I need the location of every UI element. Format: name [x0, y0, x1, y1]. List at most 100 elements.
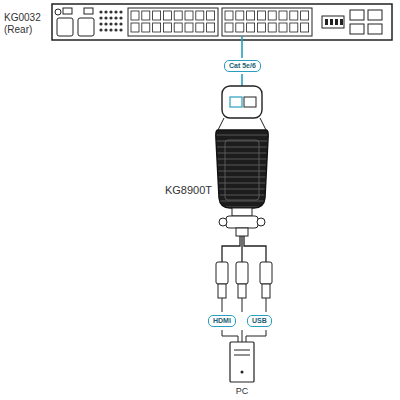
- rj45-port: [153, 23, 161, 32]
- rj45-port: [207, 11, 215, 20]
- rj45-port: [196, 23, 204, 32]
- rj45-jack: [244, 97, 256, 107]
- tag-text: HDMI: [213, 317, 231, 325]
- usb-plug: [260, 262, 272, 284]
- thumb-screw: [257, 218, 265, 226]
- dip-lever: [330, 19, 333, 25]
- adapter-neck: [232, 208, 252, 216]
- rj45-port: [247, 23, 255, 32]
- drive-bay: [234, 355, 250, 356]
- rj45-port: [257, 23, 265, 32]
- lan-port: [368, 24, 382, 34]
- fan-hole: [104, 16, 107, 19]
- rj45-port: [301, 23, 309, 32]
- power-button: [241, 371, 244, 374]
- rj45-port: [301, 11, 309, 20]
- rj45-port: [279, 11, 287, 20]
- rj45-port: [185, 23, 193, 32]
- usb-plug: [236, 262, 248, 284]
- fan-hole: [104, 22, 107, 25]
- rj45-port: [142, 23, 150, 32]
- cable-tag: Cat 5e/6: [224, 60, 261, 72]
- rj45-port: [225, 11, 233, 20]
- fan-grille: [99, 10, 122, 31]
- port-block: [128, 8, 218, 36]
- rj45-port: [247, 11, 255, 20]
- dip-switch: [322, 16, 344, 28]
- label-text: KG8900T: [165, 184, 212, 196]
- rj45-port: [268, 11, 276, 20]
- cable-boot: [236, 228, 248, 236]
- rj45-port: [131, 11, 139, 20]
- power-switch: [84, 8, 93, 14]
- fan-hole: [114, 22, 117, 25]
- rj45-port: [174, 11, 182, 20]
- label-text: PC: [236, 386, 249, 396]
- fan-hole: [119, 22, 122, 25]
- rj45-port: [131, 23, 139, 32]
- fan-hole: [114, 10, 117, 13]
- ground-screw: [55, 9, 61, 15]
- console-port: [350, 24, 364, 34]
- rj45-port: [196, 11, 204, 20]
- usb-tip: [238, 284, 246, 298]
- drive-bay: [234, 350, 250, 351]
- fan-hole: [109, 16, 112, 19]
- rj45-port: [236, 11, 244, 20]
- label-text: KG0032 (Rear): [4, 12, 41, 35]
- rj45-port: [290, 23, 298, 32]
- fan-hole: [99, 16, 102, 19]
- rj45-port: [268, 23, 276, 32]
- hdmi-tip: [218, 284, 226, 298]
- dip-lever: [325, 19, 328, 25]
- rj45-port: [236, 23, 244, 32]
- device-name: KG8900T: [140, 184, 212, 197]
- rj45-port: [185, 11, 193, 20]
- rj45-port: [279, 23, 287, 32]
- fan-hole: [99, 22, 102, 25]
- fan-hole: [99, 28, 102, 31]
- fan-hole: [119, 16, 122, 19]
- fan-hole: [104, 28, 107, 31]
- rj45-housing: [222, 86, 262, 118]
- adapter-fins: [225, 140, 259, 200]
- rj45-port: [163, 23, 171, 32]
- hdmi-plug: [216, 262, 228, 284]
- rj45-port: [153, 11, 161, 20]
- fan-hole: [109, 10, 112, 13]
- fan-hole: [109, 22, 112, 25]
- split-cables: [222, 236, 266, 262]
- tag-text: Cat 5e/6: [229, 62, 256, 70]
- kvm-panel: [52, 4, 392, 40]
- housing-edge: [218, 118, 266, 130]
- power-switch: [63, 8, 72, 14]
- usb-tip: [262, 284, 270, 298]
- rj45-port: [142, 11, 150, 20]
- device-name: PC: [222, 386, 262, 396]
- fan-hole: [114, 16, 117, 19]
- fan-hole: [109, 28, 112, 31]
- usb-port: [368, 10, 382, 20]
- power-socket: [78, 18, 94, 36]
- device-name: KG0032 (Rear): [4, 12, 48, 35]
- adapter-body: [216, 130, 269, 208]
- tag-text: USB: [252, 317, 267, 325]
- rj45-port: [174, 23, 182, 32]
- dip-lever: [340, 19, 343, 25]
- port-block: [222, 8, 312, 36]
- power-socket: [57, 18, 73, 36]
- connector-tag: USB: [247, 315, 272, 327]
- pc-tower: [230, 342, 254, 382]
- rj45-port: [163, 11, 171, 20]
- fan-hole: [119, 28, 122, 31]
- fan-hole: [119, 10, 122, 13]
- rj45-port: [257, 11, 265, 20]
- fan-hole: [99, 10, 102, 13]
- adapter-connector: [226, 216, 258, 228]
- connector-tag: HDMI: [208, 315, 236, 327]
- dip-lever: [335, 19, 338, 25]
- console-port: [350, 10, 364, 20]
- rj45-port: [290, 11, 298, 20]
